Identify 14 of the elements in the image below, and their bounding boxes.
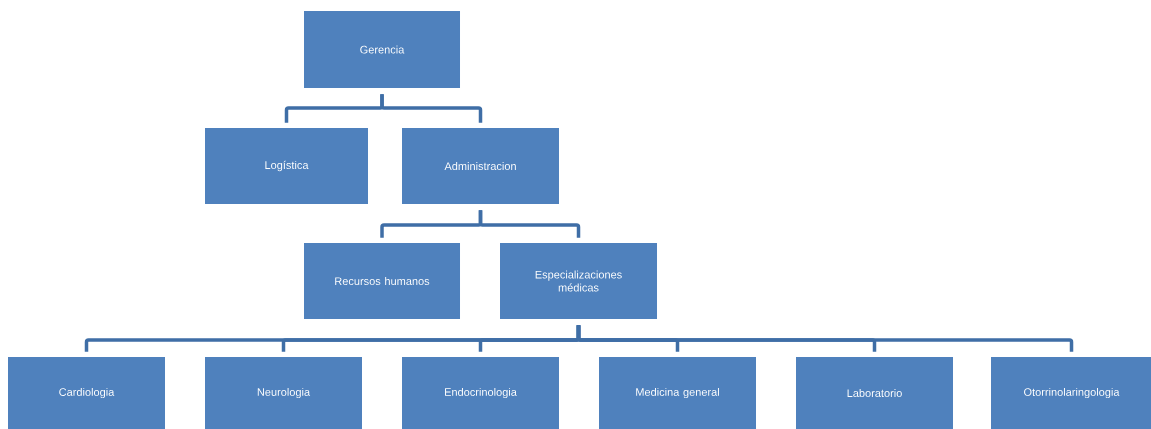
org-box: Logística — [205, 128, 368, 204]
org-box: Administracion — [402, 128, 559, 204]
org-box: Endocrinologia — [402, 357, 559, 429]
org-box: Neurologia — [205, 357, 362, 429]
connector-line — [380, 94, 483, 123]
org-box: Recursos humanos — [304, 243, 460, 319]
connector-line — [478, 210, 581, 238]
org-box: Cardiologia — [8, 357, 165, 429]
org-box: Laboratorio — [796, 357, 953, 429]
org-box: Medicina general — [599, 357, 756, 429]
org-box: Especializaciones médicas — [500, 243, 657, 319]
org-box: Otorrinolaringologia — [991, 357, 1151, 429]
org-box: Gerencia — [304, 11, 460, 88]
connector-line — [576, 325, 1074, 352]
